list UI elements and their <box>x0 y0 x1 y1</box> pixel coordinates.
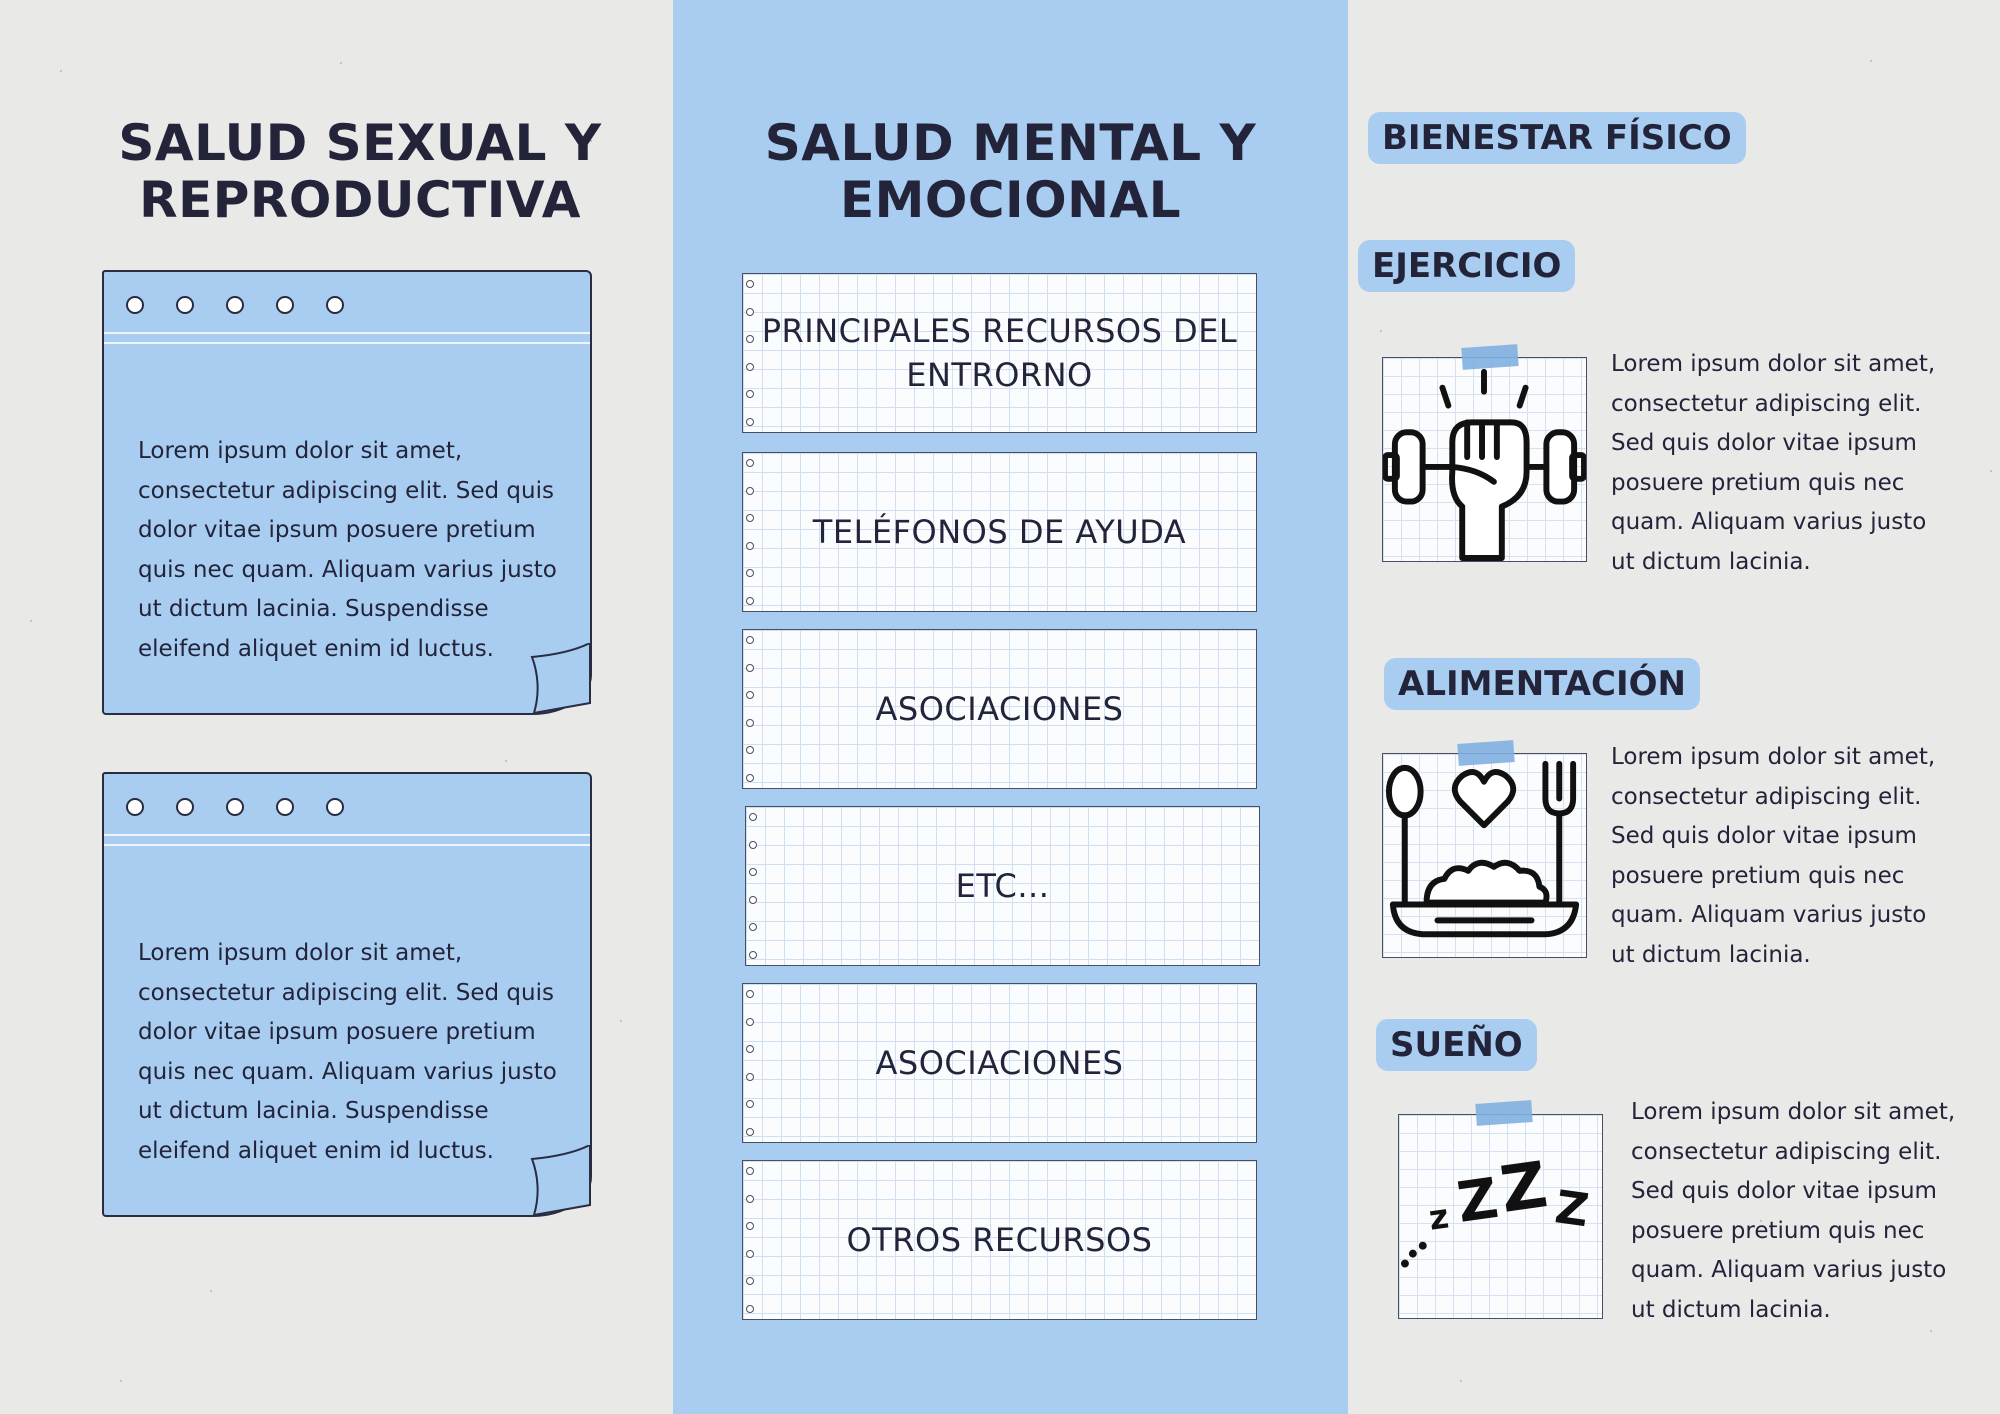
exercise-image <box>1382 357 1587 562</box>
resource-card: ASOCIACIONES <box>742 629 1257 789</box>
page-curl-icon <box>530 1145 591 1217</box>
resource-card: OTROS RECURSOS <box>742 1160 1257 1320</box>
healthy-food-icon <box>1385 760 1580 938</box>
tape-strip <box>1461 344 1519 370</box>
svg-text:Z: Z <box>1496 1147 1552 1227</box>
section-label-sleep: SUEÑO <box>1376 1019 1537 1071</box>
mental-health-column: SALUD MENTAL Y EMOCIONAL PRINCIPALES REC… <box>673 0 1348 1414</box>
resource-card-label: ASOCIACIONES <box>875 1044 1124 1082</box>
svg-text:Z: Z <box>1453 1167 1502 1236</box>
resource-card-label: OTROS RECURSOS <box>846 1221 1153 1259</box>
sexual-health-title: SALUD SEXUAL Y REPRODUCTIVA <box>118 114 602 229</box>
sleep-text: Lorem ipsum dolor sit amet, consectetur … <box>1631 1099 1956 1323</box>
resource-card-label: ASOCIACIONES <box>875 690 1124 728</box>
note-holes <box>126 798 344 816</box>
resource-card: TELÉFONOS DE AYUDA <box>742 452 1257 612</box>
nutrition-image <box>1382 753 1587 958</box>
resource-card: ASOCIACIONES <box>742 983 1257 1143</box>
section-label-exercise: EJERCICIO <box>1358 240 1576 292</box>
note-holes <box>126 296 344 314</box>
note-text: Lorem ipsum dolor sit amet, consectetur … <box>138 438 557 662</box>
physical-wellbeing-column: BIENESTAR FÍSICO EJERCICIO Lorem ipsum d… <box>1348 0 2000 1414</box>
sticky-note: Lorem ipsum dolor sit amet, consectetur … <box>102 772 592 1217</box>
page-curl-icon <box>530 643 591 715</box>
tape-strip <box>1457 740 1515 766</box>
dumbbell-fist-icon <box>1383 368 1586 561</box>
section-label-nutrition: ALIMENTACIÓN <box>1384 658 1700 710</box>
sleep-image: z Z Z Z <box>1398 1114 1603 1319</box>
physical-wellbeing-title: BIENESTAR FÍSICO <box>1368 112 1746 164</box>
resource-card: ETC... <box>745 806 1260 966</box>
svg-text:Z: Z <box>1552 1180 1592 1237</box>
sleep-zzz-icon: z Z Z Z <box>1400 1147 1592 1268</box>
sticky-note: Lorem ipsum dolor sit amet, consectetur … <box>102 270 592 715</box>
sexual-health-column: SALUD SEXUAL Y REPRODUCTIVA Lorem ipsum … <box>0 0 673 1414</box>
nutrition-text: Lorem ipsum dolor sit amet, consectetur … <box>1611 744 1936 968</box>
tape-strip <box>1475 1100 1533 1126</box>
note-text: Lorem ipsum dolor sit amet, consectetur … <box>138 940 557 1164</box>
resource-card-label: ETC... <box>955 867 1050 905</box>
exercise-text: Lorem ipsum dolor sit amet, consectetur … <box>1611 351 1936 575</box>
resource-card-label: TELÉFONOS DE AYUDA <box>812 513 1187 551</box>
svg-text:z: z <box>1426 1196 1451 1237</box>
mental-health-title: SALUD MENTAL Y EMOCIONAL <box>764 114 1257 229</box>
